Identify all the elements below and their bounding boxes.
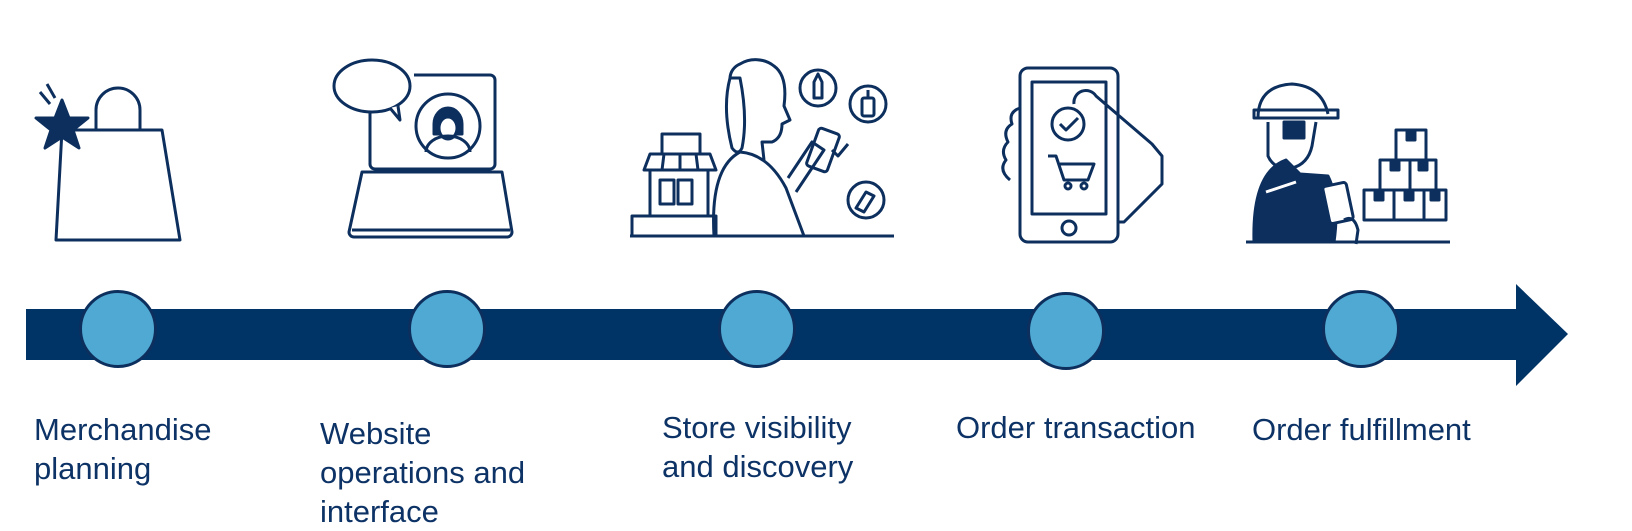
step-label-order-fulfillment: Order fulfillment — [1252, 412, 1471, 447]
timeline-node-4 — [1027, 292, 1105, 370]
timeline-node-1 — [79, 290, 157, 368]
step-label-website-operations: Website operations and interface — [320, 416, 526, 529]
laptop-video-chat-icon — [330, 56, 520, 246]
timeline-node-2 — [408, 290, 486, 368]
shopping-bag-star-icon — [20, 70, 200, 250]
timeline-node-5 — [1322, 290, 1400, 368]
worker-boxes-icon — [1244, 80, 1454, 246]
shopper-storefront-phone-icon — [628, 58, 898, 242]
step-label-order-transaction: Order transaction — [956, 410, 1196, 445]
timeline-node-3 — [718, 290, 796, 368]
phone-cart-checkout-icon — [1000, 64, 1172, 246]
step-label-store-visibility: Store visibility and discovery — [662, 410, 854, 484]
step-label-merchandise-planning: Merchandise planning — [34, 412, 212, 486]
